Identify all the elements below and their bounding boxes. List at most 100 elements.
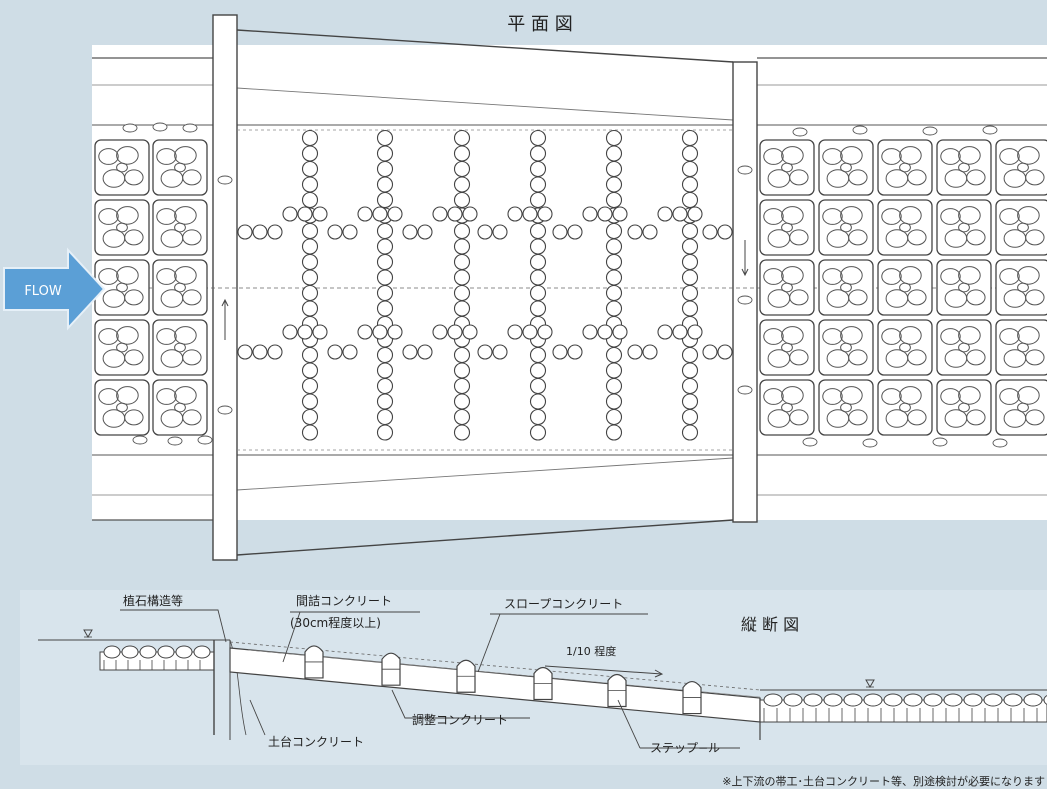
bed-stone (823, 693, 843, 707)
step-stone (301, 300, 319, 317)
step-stone (529, 424, 547, 441)
step-stone (687, 324, 703, 340)
step-stone (567, 344, 583, 360)
bed-stone (783, 693, 803, 707)
step-stone (376, 222, 394, 240)
stone-block (94, 199, 150, 256)
bed-stone (1003, 693, 1023, 707)
label-slope-concrete: スロープコンクリート (504, 597, 623, 611)
step-stone (529, 393, 547, 410)
label-step-pool: ステップ−ル (650, 741, 720, 755)
step-stone (327, 224, 343, 240)
step-stone (552, 224, 568, 240)
step-stone (376, 300, 394, 317)
step-stone (605, 222, 623, 240)
pebble (197, 435, 213, 445)
step-stone (681, 145, 699, 162)
step-stone (681, 238, 699, 255)
step-stone (387, 324, 403, 340)
step-stone (672, 206, 688, 222)
step-stone (376, 145, 394, 162)
step-stone (301, 269, 319, 286)
bed-stone (863, 693, 883, 707)
bed-stone (175, 645, 193, 659)
pebble (182, 123, 198, 133)
stone-block (936, 259, 992, 316)
step-stone (376, 129, 394, 147)
step-stone (301, 176, 319, 193)
stone-block (995, 199, 1047, 256)
step-stone (681, 129, 699, 147)
step-stone (529, 238, 547, 255)
step-stone (552, 344, 568, 360)
pebble (152, 122, 168, 132)
flow-arrow: FLOW (3, 247, 106, 331)
step-stone (453, 253, 471, 271)
step-stone (681, 253, 699, 271)
stone-block (936, 139, 992, 196)
step-pool-chains (237, 129, 733, 441)
step-stone (605, 145, 623, 162)
step-stone (376, 176, 394, 193)
step-stone (717, 344, 733, 360)
step-stone (681, 191, 699, 209)
step-stone (447, 206, 463, 222)
label-gap-concrete-size: (30cm程度以上) (290, 615, 381, 630)
step-stone (681, 362, 699, 379)
bed-stone (803, 693, 823, 707)
pebble (167, 436, 183, 446)
label-adjust-concrete: 調整コンクリート (412, 712, 508, 727)
step-stone (301, 393, 319, 410)
stone-block (759, 259, 815, 316)
pebble (852, 125, 868, 135)
step-stone (492, 224, 508, 240)
step-stone (357, 324, 373, 340)
stone-block (936, 319, 992, 376)
step-stone (642, 224, 658, 240)
step-stone (605, 377, 623, 395)
step-stone (681, 284, 699, 302)
stone-block (936, 199, 992, 256)
step-stone (301, 346, 319, 364)
step-pool-block (682, 680, 702, 715)
step-pools (304, 645, 702, 715)
step-stone (301, 362, 319, 379)
step-stone (282, 324, 298, 340)
step-stone (342, 224, 358, 240)
step-stone (605, 424, 623, 441)
step-stone (453, 408, 471, 426)
step-pool-block (533, 666, 553, 701)
stone-block (877, 259, 933, 316)
step-stone (453, 346, 471, 364)
stone-block (818, 259, 874, 316)
stone-block (877, 379, 933, 436)
step-stone (717, 224, 733, 240)
step-stone (447, 324, 463, 340)
stone-blocks-right (759, 139, 1047, 436)
pebbles (122, 122, 1008, 448)
step-stone (376, 377, 394, 395)
step-stone (529, 284, 547, 302)
stone-block (936, 379, 992, 436)
step-stone (453, 284, 471, 302)
bed-stone (1023, 693, 1043, 707)
step-stone (453, 424, 471, 441)
stone-block (818, 199, 874, 256)
step-stone (301, 160, 319, 178)
step-stone (297, 206, 313, 222)
stone-block (94, 319, 150, 376)
step-stone (376, 269, 394, 286)
pebble (132, 435, 148, 445)
step-stone (453, 176, 471, 193)
step-stone (681, 377, 699, 395)
step-stone (301, 222, 319, 240)
footnote: ※上下流の帯工･土台コンクリート等、別途検討が必要になります (722, 774, 1045, 788)
step-stone (312, 206, 328, 222)
step-stone (462, 206, 478, 222)
step-stone (657, 324, 673, 340)
step-stone (376, 393, 394, 410)
step-stone (357, 206, 373, 222)
step-stone (453, 129, 471, 147)
step-stone (627, 224, 643, 240)
stone-block (759, 319, 815, 376)
